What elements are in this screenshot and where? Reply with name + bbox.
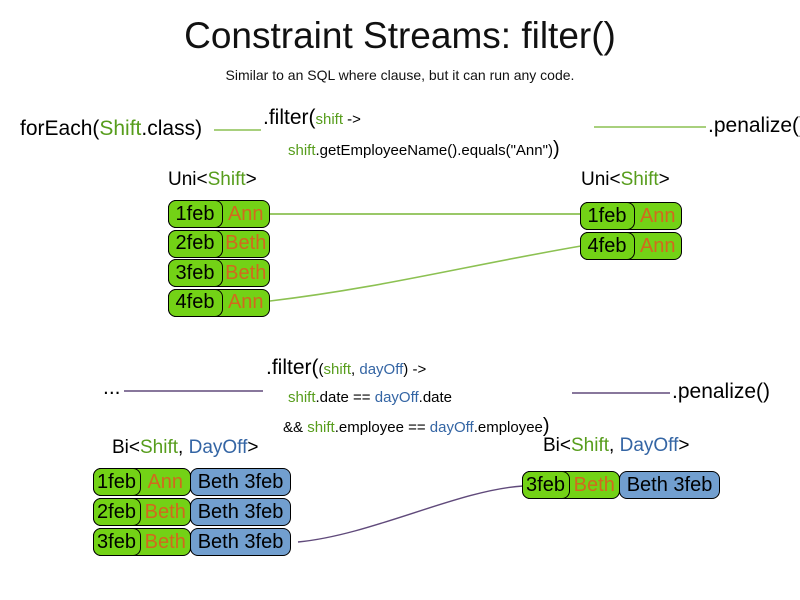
sig-comma: ,	[351, 361, 360, 378]
body2-param1: shift	[307, 419, 335, 436]
uni-filter-body: shift.getEmployeeName().equals("Ann"))	[263, 137, 560, 163]
sig-arrow: ->	[408, 361, 427, 378]
uni-header-type: Shift	[207, 169, 246, 190]
filter-body-rest: .getEmployeeName().equals("Ann")	[315, 142, 553, 159]
shift-date-cell: 1feb	[92, 468, 141, 496]
filter-body-param: shift	[288, 142, 316, 159]
bi-filter-body-line1: shift.date == dayOff.date	[266, 386, 550, 410]
uni-header-type: Shift	[620, 169, 659, 190]
bi-header-sep: ,	[178, 437, 189, 458]
bi-header-type2: DayOff	[619, 435, 679, 456]
uni-left-header: Uni<Shift>	[168, 169, 257, 191]
filter-body-close: )	[552, 138, 560, 160]
bi-header-pre: Bi<	[112, 437, 140, 458]
body1-param2: dayOff	[374, 389, 419, 406]
shift-employee-cell: Ann	[227, 291, 264, 313]
table-row: 1feb Ann Beth 3feb	[92, 468, 291, 496]
shift-employee-cell: Ann	[639, 204, 676, 227]
bi-left-header: Bi<Shift, DayOff>	[112, 437, 258, 459]
foreach-pre: forEach(	[20, 117, 100, 140]
bi-header-pre: Bi<	[543, 435, 571, 456]
shift-employee-cell: Ann	[147, 470, 184, 493]
foreach-expression: forEach(Shift.class)	[20, 117, 202, 141]
shift-employee-cell: Beth	[573, 473, 615, 496]
sig-open: (	[318, 361, 324, 378]
dayoff-cell: Beth 3feb	[190, 498, 291, 526]
dayoff-cell: Beth 3feb	[619, 471, 720, 499]
body1-param1: shift	[288, 389, 316, 406]
connector-bi-row3	[297, 485, 524, 543]
shift-date-cell: 4feb	[167, 288, 223, 317]
bi-header-sep: ,	[609, 435, 620, 456]
shift-date-cell: 2feb	[92, 498, 141, 526]
shift-date-cell: 3feb	[521, 471, 570, 499]
bi-filter-expression: .filter((shift, dayOff) -> shift.date ==…	[266, 356, 550, 440]
uni-right-header: Uni<Shift>	[581, 169, 670, 191]
shift-date-cell: 2feb	[167, 229, 223, 258]
body1-end: .date	[418, 389, 453, 406]
uni-filter-expression: .filter(shift -> shift.getEmployeeName()…	[263, 106, 560, 163]
sig-param2: dayOff	[359, 361, 404, 378]
bi-header-type1: Shift	[571, 435, 610, 456]
bi-right-header: Bi<Shift, DayOff>	[543, 435, 689, 457]
sig-close: )	[403, 361, 409, 378]
uni-header-pre: Uni<	[581, 169, 621, 190]
slide-subtitle: Similar to an SQL where clause, but it c…	[225, 67, 575, 83]
dayoff-cell: Beth 3feb	[190, 528, 291, 556]
bi-header-type2: DayOff	[188, 437, 248, 458]
shift-date-cell: 4feb	[579, 232, 635, 260]
body1-mid: .date ==	[315, 389, 375, 406]
filter-param: shift	[315, 111, 344, 128]
shift-employee-cell: Ann	[227, 202, 264, 225]
shift-date-cell: 3feb	[167, 259, 223, 287]
uni-penalize: .penalize()	[708, 114, 800, 137]
bi-source-ellipsis: ...	[103, 376, 121, 399]
bi-header-post: >	[678, 435, 690, 456]
shift-date-cell: 3feb	[92, 528, 141, 556]
shift-employee-cell: Beth	[144, 530, 186, 553]
body2-close: )	[542, 415, 550, 437]
shift-employee-cell: Beth	[225, 232, 267, 254]
uni-header-pre: Uni<	[168, 169, 208, 190]
filter-method: .filter(	[266, 356, 319, 379]
connector-uni-row4	[269, 245, 582, 302]
slide-title: Constraint Streams: filter()	[184, 15, 616, 56]
filter-method: .filter(	[263, 106, 316, 129]
dayoff-cell: Beth 3feb	[190, 468, 291, 496]
filter-arrow: ->	[343, 111, 361, 128]
uni-header-post: >	[245, 169, 257, 190]
body2-param2: dayOff	[429, 419, 474, 436]
shift-date-cell: 1feb	[167, 200, 223, 228]
bi-penalize: .penalize()	[672, 380, 771, 403]
foreach-type: Shift	[99, 117, 142, 140]
shift-date-cell: 1feb	[579, 202, 635, 230]
body2-mid: .employee ==	[334, 419, 430, 436]
shift-employee-cell: Ann	[639, 234, 676, 257]
uni-header-post: >	[658, 169, 670, 190]
body2-end: .employee	[473, 419, 543, 436]
bi-filter-body-line2: && shift.employee == dayOff.employee)	[266, 414, 550, 440]
bi-header-type1: Shift	[140, 437, 179, 458]
shift-employee-cell: Beth	[225, 261, 267, 284]
foreach-post: .class)	[141, 117, 203, 140]
sig-param1: shift	[323, 361, 352, 378]
shift-employee-cell: Beth	[144, 500, 186, 523]
bi-header-post: >	[247, 437, 259, 458]
body2-amp: &&	[283, 419, 308, 436]
